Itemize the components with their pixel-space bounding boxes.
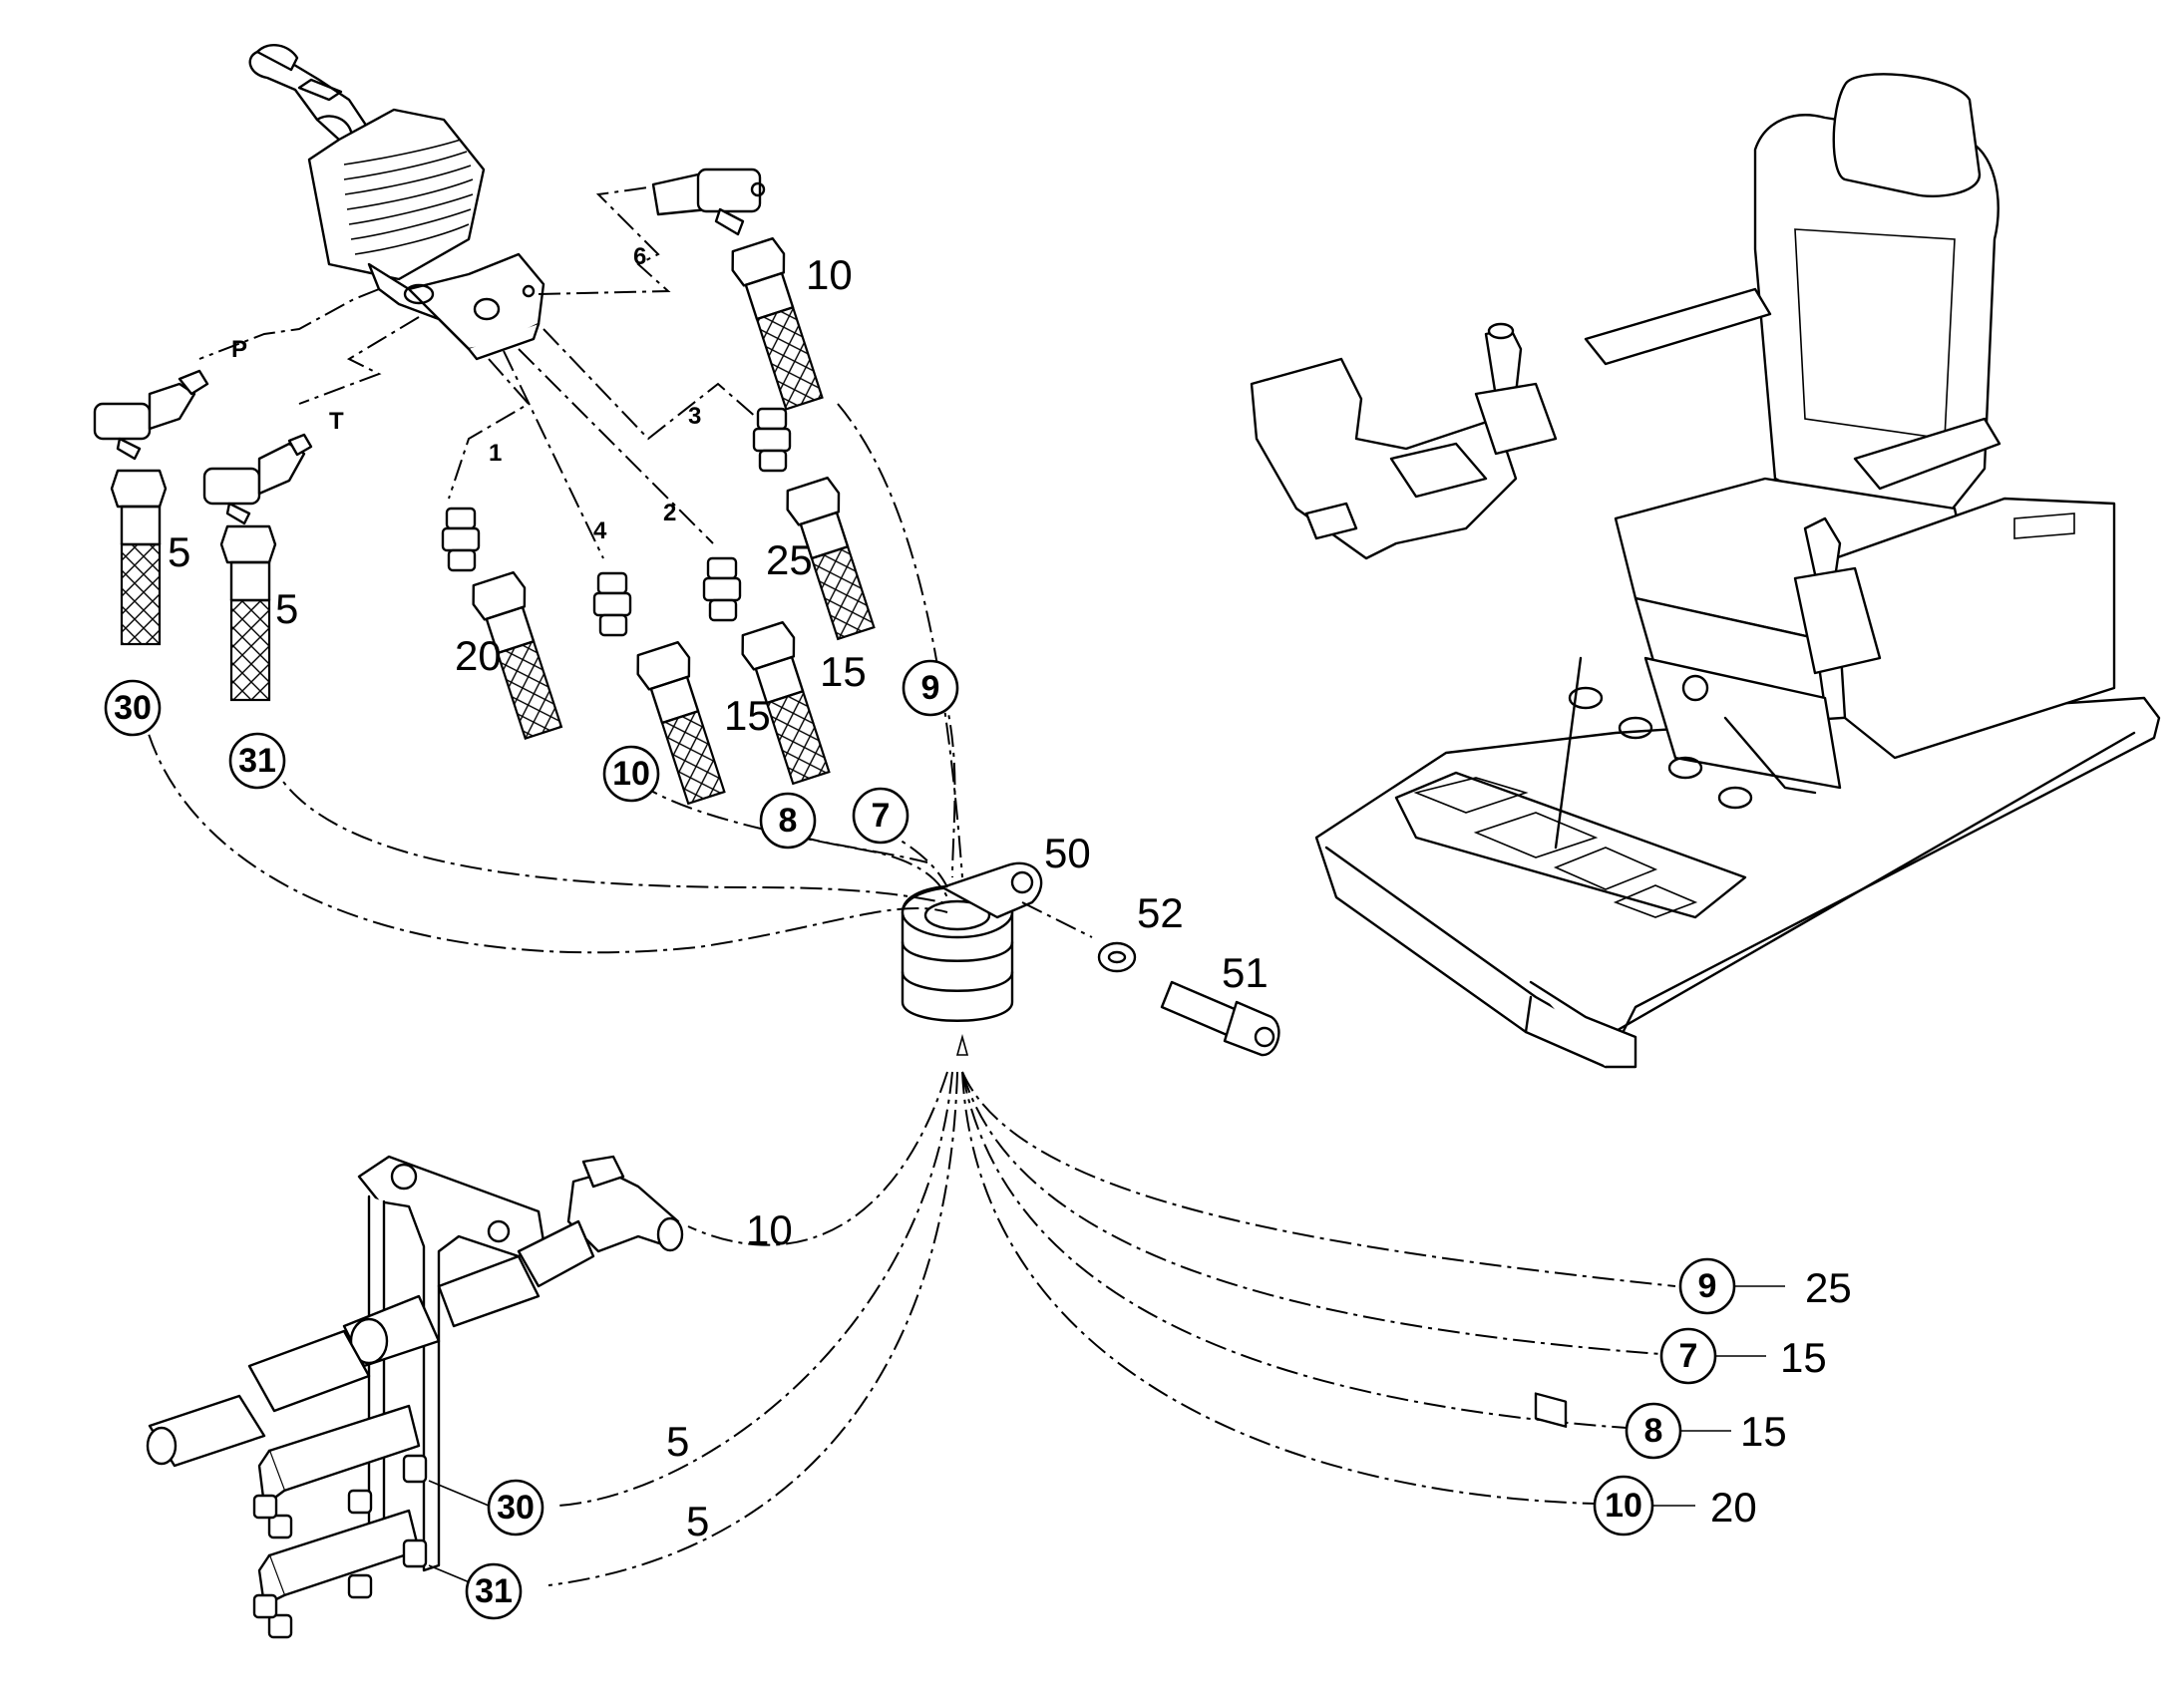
hose-circle-7: 7 <box>852 787 909 845</box>
hose-circle-31: 31 <box>228 732 286 790</box>
lower-circle-31-text: 31 <box>475 1572 513 1610</box>
callout-8-circle-text: 8 <box>1644 1412 1663 1450</box>
hose-circle-8: 8 <box>759 792 817 850</box>
lower-length-10: 10 <box>746 1206 793 1253</box>
hose-length-t: 5 <box>275 585 298 632</box>
callout-8-length: 15 <box>1740 1408 1787 1455</box>
callout-row-8: 8 15 <box>1625 1402 1787 1460</box>
washer-52 <box>1097 941 1137 973</box>
operator-cab-illustration <box>1250 73 2161 1428</box>
port-label-6: 6 <box>633 243 646 270</box>
callout-row-10: 10 20 <box>1593 1475 1757 1537</box>
hose-circle-30-text: 30 <box>114 689 152 727</box>
joystick-valve <box>248 44 545 361</box>
nipple-port-1 <box>441 507 481 572</box>
hose-end-t <box>219 524 277 702</box>
port-label-1: 1 <box>489 440 502 467</box>
hose-length-3: 25 <box>766 536 813 583</box>
fitting-port-t <box>202 433 313 525</box>
hose-end-2 <box>741 620 831 786</box>
callout-10-length: 20 <box>1710 1484 1757 1531</box>
hose-length-4: 15 <box>724 692 771 739</box>
hose-length-1: 20 <box>455 632 502 679</box>
lower-routing-lines <box>547 1034 1676 1586</box>
nipple-port-4 <box>592 571 632 637</box>
part-number-52: 52 <box>1137 889 1184 936</box>
upper-routing-lines <box>139 186 1093 954</box>
callout-7-circle-text: 7 <box>1679 1337 1698 1375</box>
lower-length-30: 5 <box>666 1418 689 1465</box>
hose-end-4 <box>636 640 726 806</box>
hose-length-2: 15 <box>820 648 867 695</box>
callout-row-7: 7 15 <box>1659 1327 1827 1385</box>
hose-circle-9: 9 <box>902 659 959 717</box>
grommet-50 <box>901 861 1043 1022</box>
hose-end-1 <box>472 570 563 740</box>
callout-10-circle-text: 10 <box>1605 1487 1642 1525</box>
hose-circle-9-text: 9 <box>921 669 940 707</box>
port-label-4: 4 <box>593 517 607 544</box>
manifold-bracket <box>146 1155 684 1639</box>
callout-7-length: 15 <box>1780 1334 1827 1381</box>
lower-length-31: 5 <box>686 1498 709 1544</box>
hose-circle-10: 10 <box>602 745 660 803</box>
hose-circle-8-text: 8 <box>779 802 798 840</box>
callout-row-9: 9 25 <box>1678 1257 1852 1315</box>
nipple-port-3 <box>752 407 792 473</box>
port-label-t: T <box>329 408 344 435</box>
lower-circle-30-text: 30 <box>497 1489 535 1527</box>
callout-9-circle-text: 9 <box>1698 1267 1717 1305</box>
hose-end-3 <box>786 476 876 641</box>
hose-circle-10-text: 10 <box>612 755 650 793</box>
fitting-port-p <box>93 369 209 461</box>
lower-circle-31: 31 <box>465 1562 523 1620</box>
nipple-port-2 <box>702 556 742 622</box>
hose-length-6: 10 <box>806 251 853 298</box>
port-label-3: 3 <box>688 403 701 430</box>
port-label-p: P <box>231 336 247 363</box>
hose-circle-7-text: 7 <box>872 797 891 835</box>
port-label-2: 2 <box>663 500 676 526</box>
fitting-port-6 <box>651 168 766 236</box>
part-number-51: 51 <box>1222 949 1269 996</box>
lower-circle-30: 30 <box>487 1479 545 1537</box>
hose-circle-31-text: 31 <box>238 742 276 780</box>
bolt-51 <box>1160 980 1280 1057</box>
hose-end-p <box>110 469 168 646</box>
hose-length-p: 5 <box>168 528 190 575</box>
callout-9-length: 25 <box>1805 1264 1852 1311</box>
part-number-50: 50 <box>1044 830 1091 876</box>
hose-end-6 <box>731 236 824 411</box>
hose-circle-30: 30 <box>104 679 162 737</box>
